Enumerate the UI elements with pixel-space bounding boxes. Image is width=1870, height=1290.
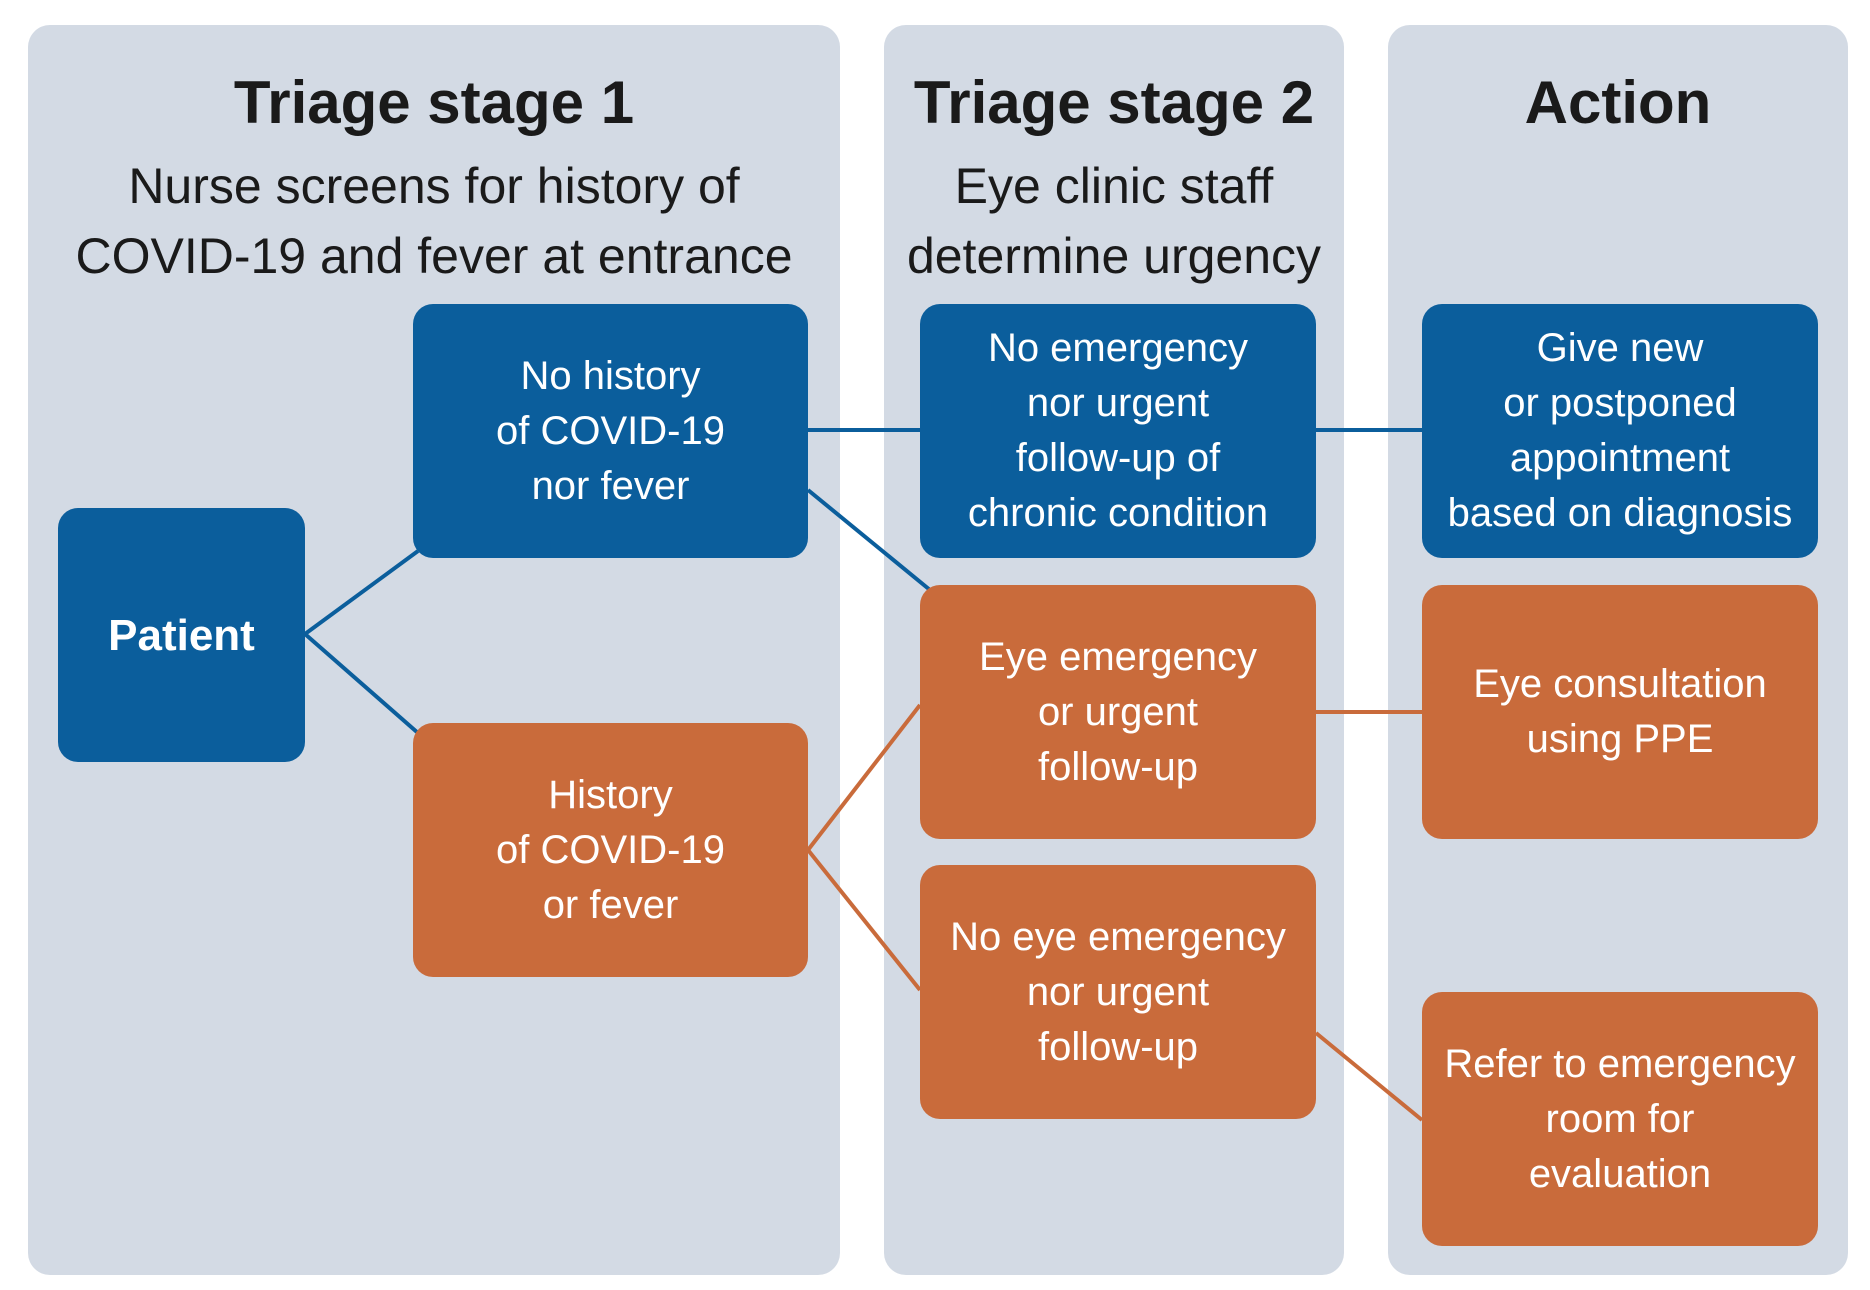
eye-emergency-node: Eye emergency or urgent follow-up — [920, 585, 1316, 839]
no-history-node: No history of COVID-19 nor fever — [413, 304, 808, 558]
connector-no-history-to-eye-emergency — [806, 488, 932, 592]
give-appointment-node: Give new or postponed appointment based … — [1422, 304, 1818, 558]
eye-consultation-node: Eye consultation using PPE — [1422, 585, 1818, 839]
action-title: Action — [1524, 69, 1712, 136]
connector-no-eye-emergency-to-refer — [1314, 1031, 1424, 1122]
no-eye-emergency-node: No eye emergency nor urgent follow-up — [920, 865, 1316, 1119]
refer-emergency-node: Refer to emergency room for evaluation — [1422, 992, 1818, 1246]
connector-history-to-no-eye-emergency — [806, 848, 922, 992]
no-emergency-chronic-node: No emergency nor urgent follow-up of chr… — [920, 304, 1316, 558]
stage2-subtitle: Eye clinic staff determine urgency — [906, 158, 1322, 284]
connector-patient-to-no-history — [303, 549, 420, 636]
stage1-subtitle: Nurse screens for history of COVID-19 an… — [75, 158, 793, 284]
connector-history-to-eye-emergency — [806, 703, 922, 852]
stage1-title: Triage stage 1 — [233, 69, 635, 136]
stage2-title: Triage stage 2 — [913, 69, 1315, 136]
patient-node: Patient — [58, 508, 305, 762]
connector-patient-to-history — [303, 632, 420, 735]
history-node: History of COVID-19 or fever — [413, 723, 808, 977]
